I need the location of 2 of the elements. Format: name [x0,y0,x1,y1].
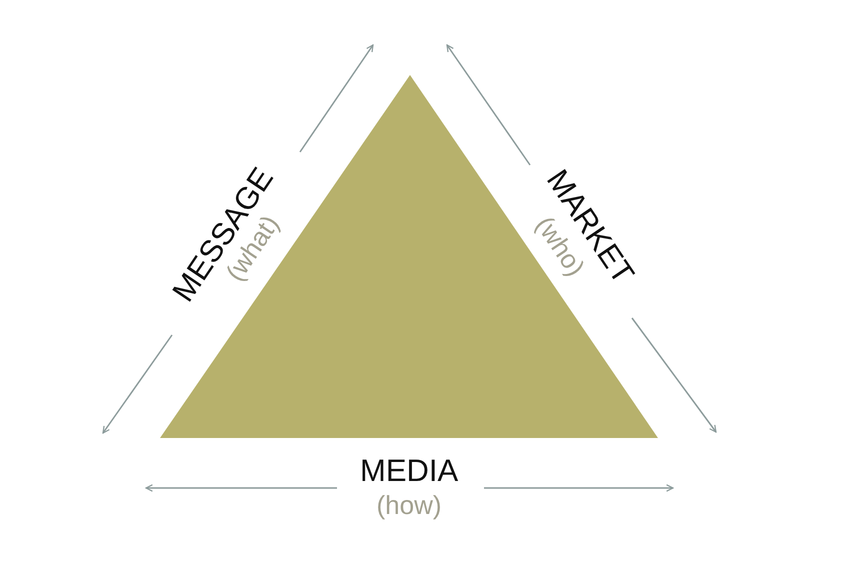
side-sublabel: (how) [376,492,442,518]
side-label: MEDIA [360,454,458,486]
